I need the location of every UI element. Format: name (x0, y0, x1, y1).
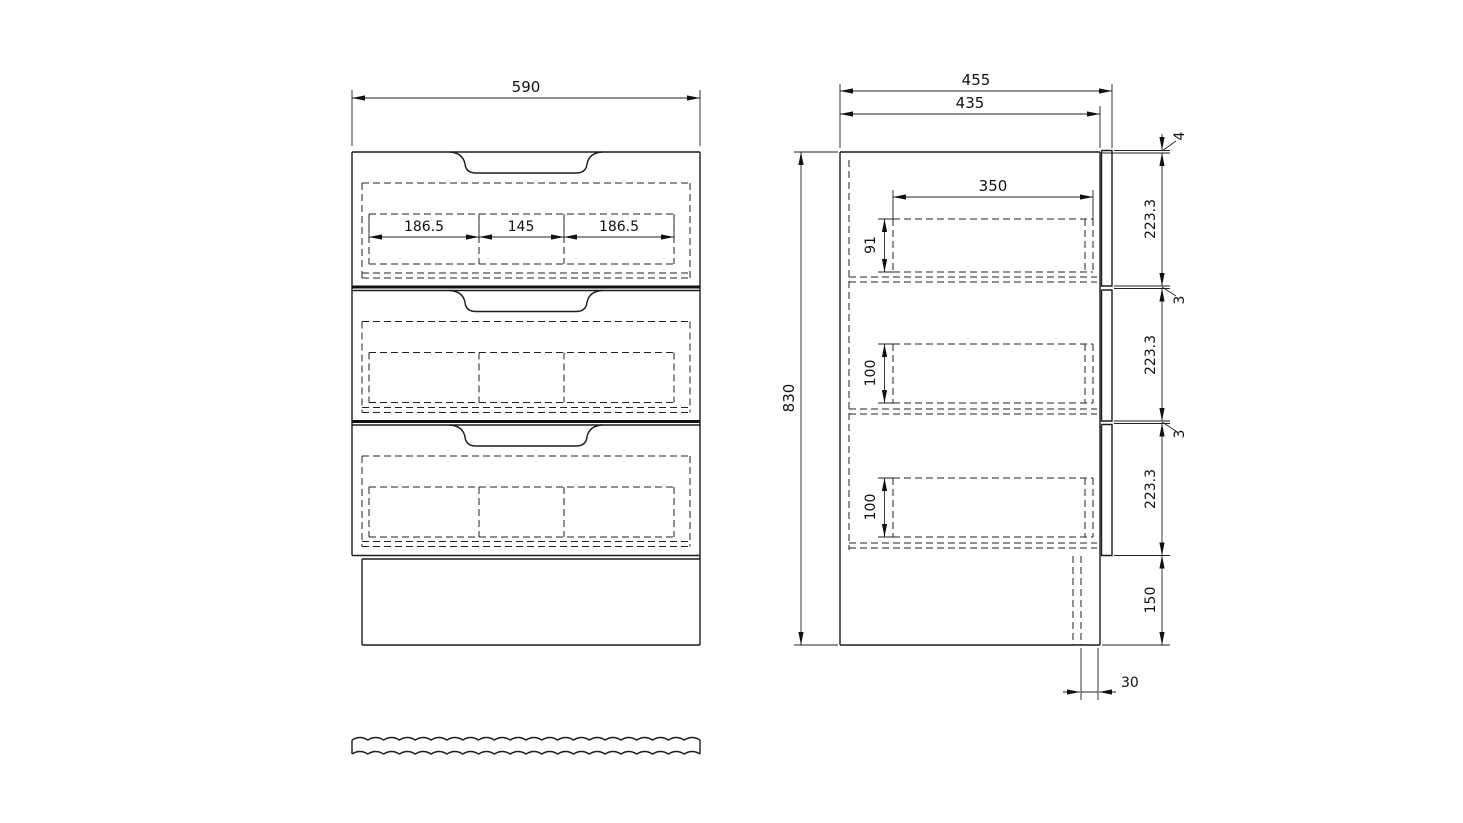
side-view-drawer-fronts (1100, 149, 1113, 557)
dim-drawer2-inner-height: 100 (863, 360, 879, 387)
drawer3-handle-cutout (449, 424, 603, 447)
dim-front-height-2: 223.3 (1143, 335, 1159, 375)
side-view-outline (839, 151, 1101, 646)
side-drawer3-hidden-lines (849, 477, 1097, 549)
section-strip-wave-bottom (351, 750, 701, 755)
section-strip (351, 736, 701, 755)
dim-front-height-3: 223.3 (1143, 469, 1159, 509)
side-drawer1-hidden-lines (849, 218, 1097, 283)
drawer2-hidden-lines (361, 321, 691, 413)
dim-plinth-setback: 30 (1121, 675, 1139, 691)
dim-drawer-section-2: 145 (508, 219, 535, 235)
dim-carcass-depth: 435 (956, 94, 985, 112)
front-view: 590 186.5 145 186.5 (351, 78, 701, 646)
side-drawer2-hidden-lines (849, 343, 1097, 415)
dim-drawer1-inner-height: 91 (863, 236, 879, 254)
front-view-extension-lines (351, 90, 701, 243)
side-plinth-hidden-lines (1072, 556, 1082, 645)
dim-plinth-height: 150 (1143, 587, 1159, 614)
front-view-drawer-separators (352, 285, 700, 423)
front-view-outline (351, 151, 701, 646)
dim-overall-height: 830 (780, 384, 798, 413)
dim-overall-depth: 455 (962, 71, 991, 89)
drawer1-handle-cutout (449, 151, 603, 174)
dim-front-height-1: 223.3 (1143, 199, 1159, 239)
dim-overall-width: 590 (512, 78, 541, 96)
dim-front-top-gap: 4 (1172, 131, 1188, 140)
dim-gap-1: 3 (1172, 296, 1188, 305)
drawer2-handle-cutout (449, 289, 603, 313)
section-strip-end-caps (351, 740, 701, 754)
section-strip-wave-top (351, 736, 701, 741)
dim-drawer-section-1: 186.5 (404, 219, 444, 235)
side-view: 455 435 830 350 91 100 100 4 223.3 3 223… (780, 71, 1188, 700)
drawer3-hidden-lines (361, 455, 691, 547)
dim-gap-2: 3 (1172, 430, 1188, 439)
dim-runner-length: 350 (979, 177, 1008, 195)
dim-drawer3-inner-height: 100 (863, 494, 879, 521)
dim-drawer-section-3: 186.5 (599, 219, 639, 235)
